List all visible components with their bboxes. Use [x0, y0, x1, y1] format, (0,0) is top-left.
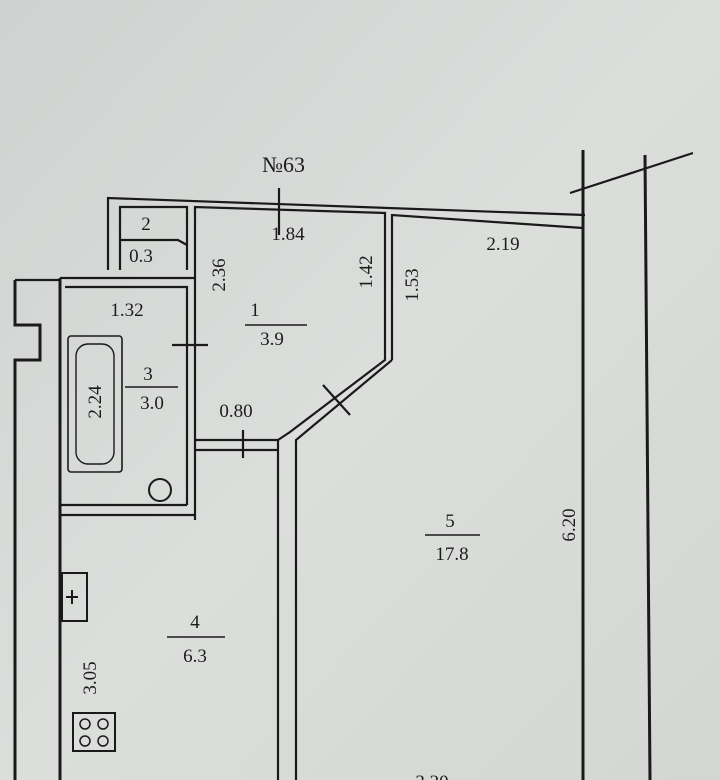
dim-room5-bottom: 3.20: [415, 772, 448, 780]
bathtub-icon: [67, 335, 123, 473]
room-4-number: 4: [190, 612, 200, 633]
room-3-number: 3: [143, 364, 153, 385]
room-1-number: 1: [250, 300, 260, 321]
room-1-area: 3.9: [260, 329, 284, 350]
apartment-number: №63: [262, 152, 305, 177]
room-5-area: 17.8: [435, 544, 468, 565]
room-4-area: 6.3: [183, 646, 207, 667]
room-5-number: 5: [445, 511, 455, 532]
dim-room1-door: 0.80: [219, 401, 252, 422]
dim-bathtub-length: 2.24: [85, 385, 106, 419]
walls: [13, 150, 694, 780]
dim-room1-top: 1.84: [271, 224, 305, 245]
dim-room5-left: 1.53: [402, 268, 423, 301]
dim-room5-top: 2.19: [486, 234, 519, 255]
room-3-area: 3.0: [140, 393, 164, 414]
fixtures: [61, 335, 172, 752]
dimension-labels: 1.84 2.36 1.42 0.80 1.53 2.19 6.20 3.20 …: [80, 224, 580, 780]
sink-icon: [61, 572, 88, 622]
dim-room5-right: 6.20: [559, 508, 580, 541]
toilet-icon: [148, 478, 172, 502]
dim-room1-right: 1.42: [356, 255, 377, 288]
dim-kitchen-left: 3.05: [80, 661, 101, 694]
dim-bath-width: 1.32: [110, 300, 143, 321]
dim-room1-left: 2.36: [209, 258, 230, 291]
stove-icon: [72, 712, 116, 752]
room-2-number: 2: [141, 214, 151, 235]
room-labels: 1 3.9 2 0.3 3 3.0 4 6.3 5 17.8: [125, 214, 480, 667]
room-2-area: 0.3: [129, 246, 153, 267]
